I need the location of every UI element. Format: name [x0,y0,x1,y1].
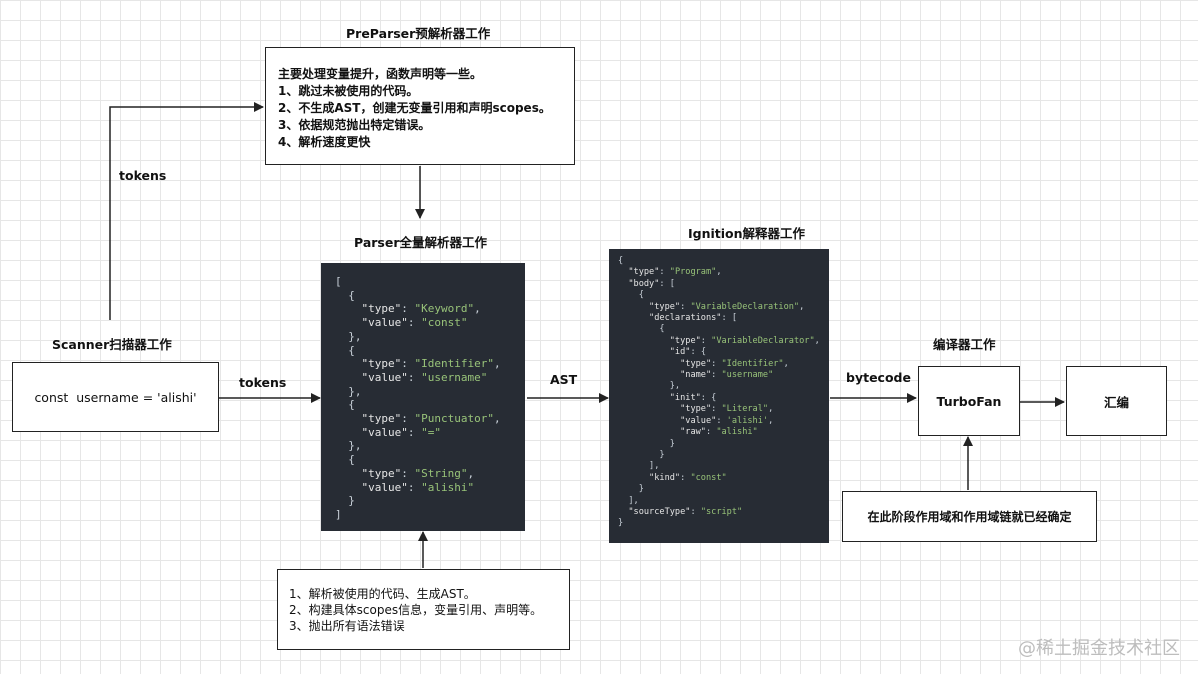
code-line: "id": { [669,347,706,358]
code-line: "type": "Program", [628,267,722,278]
code-line: { [618,256,624,266]
assembly-label: 汇编 [1103,394,1129,410]
bytecode-label: bytecode [846,370,911,385]
code-line: }, [335,329,362,343]
code-line: "type": "Identifier", [680,358,789,369]
code-line: } [618,484,644,495]
tokens-to-preparser-arrow [109,102,264,320]
preparser-line: 3、依据规范抛出特定错误。 [278,118,431,132]
preparser-line: 主要处理变量提升，函数声明等一些。 [278,67,483,81]
turbofan-box: TurboFan [918,366,1020,436]
code-line: "type": "String", [361,466,475,480]
preparser-line: 1、跳过未被使用的代码。 [278,84,419,98]
code-line: "type": "Identifier", [361,357,501,371]
code-line: "type": "VariableDeclaration", [649,301,805,312]
parser-note-line: 1、解析被使用的代码、生成AST。 [289,587,476,601]
code-line: "kind": "const" [649,472,727,483]
assembly-box: 汇编 [1066,366,1167,436]
code-line: ], [618,495,639,506]
preparser-title: PreParser预解析器工作 [346,26,491,41]
code-line: } [618,438,675,449]
code-line: "type": "Punctuator", [361,412,501,426]
code-line: }, [335,384,362,398]
code-line: [ [335,275,342,288]
parser-notes-box: 1、解析被使用的代码、生成AST。 2、构建具体scopes信息，变量引用、声明… [277,569,570,650]
code-line: { [335,343,355,357]
code-line: "type": "Keyword", [361,302,481,316]
code-line: "init": { [669,392,717,403]
tokens-up-label: tokens [119,168,167,183]
code-line: "sourceType": "script" [628,506,743,517]
code-line: "name": "username" [680,370,774,381]
parser-note-line: 2、构建具体scopes信息，变量引用、声明等。 [289,603,543,617]
preparser-box: 主要处理变量提升，函数声明等一些。 1、跳过未被使用的代码。 2、不生成AST，… [265,47,575,165]
scope-note-box: 在此阶段作用域和作用域链就已经确定 [842,491,1097,542]
code-line: { [335,453,355,467]
code-line: { [335,398,355,412]
ignition-title: Ignition解释器工作 [688,226,806,241]
code-line: } [335,494,355,508]
code-line: "declarations": [ [649,313,738,324]
code-line: "value": "=" [361,425,441,439]
code-line: { [618,324,665,335]
code-line: } [618,518,624,529]
code-line: }, [618,381,681,392]
code-line: "raw": "alishi" [680,427,758,438]
code-line: "value": 'alishi', [680,415,774,426]
code-line: { [618,290,644,301]
scanner-box: const username = 'alishi' [12,362,219,432]
compiler-title: 编译器工作 [933,337,996,352]
tokens-right-label: tokens [239,375,287,390]
code-line: "type": "Literal", [680,404,774,415]
code-line: "type": "VariableDeclarator", [669,335,820,346]
code-line: "value": "alishi" [361,480,475,494]
scope-note-text: 在此阶段作用域和作用域链就已经确定 [867,510,1072,524]
parser-note-line: 3、抛出所有语法错误 [289,619,405,633]
tokens-json-panel: [ { "type": "Keyword", "value": "const" … [321,263,525,531]
code-line: "value": "const" [361,316,468,330]
code-line: } [618,449,665,460]
code-line: }, [335,439,362,453]
parser-title: Parser全量解析器工作 [354,235,488,250]
preparser-line: 2、不生成AST，创建无变量引用和声明scopes。 [278,101,551,115]
watermark: @稀土掘金技术社区 [1018,638,1180,659]
preparser-line: 4、解析速度更快 [278,135,371,149]
code-line: { [335,288,355,302]
turbofan-label: TurboFan [936,393,1002,409]
scanner-code: const username = 'alishi' [34,389,197,405]
code-line: ], [618,461,660,472]
ast-json-panel: { "type": "Program", "body": [ { "type":… [609,249,829,543]
code-line: ] [335,507,342,521]
code-line: "value": "username" [361,370,488,384]
scanner-title: Scanner扫描器工作 [52,337,172,352]
code-line: "body": [ [628,278,675,289]
ast-label: AST [550,372,578,387]
